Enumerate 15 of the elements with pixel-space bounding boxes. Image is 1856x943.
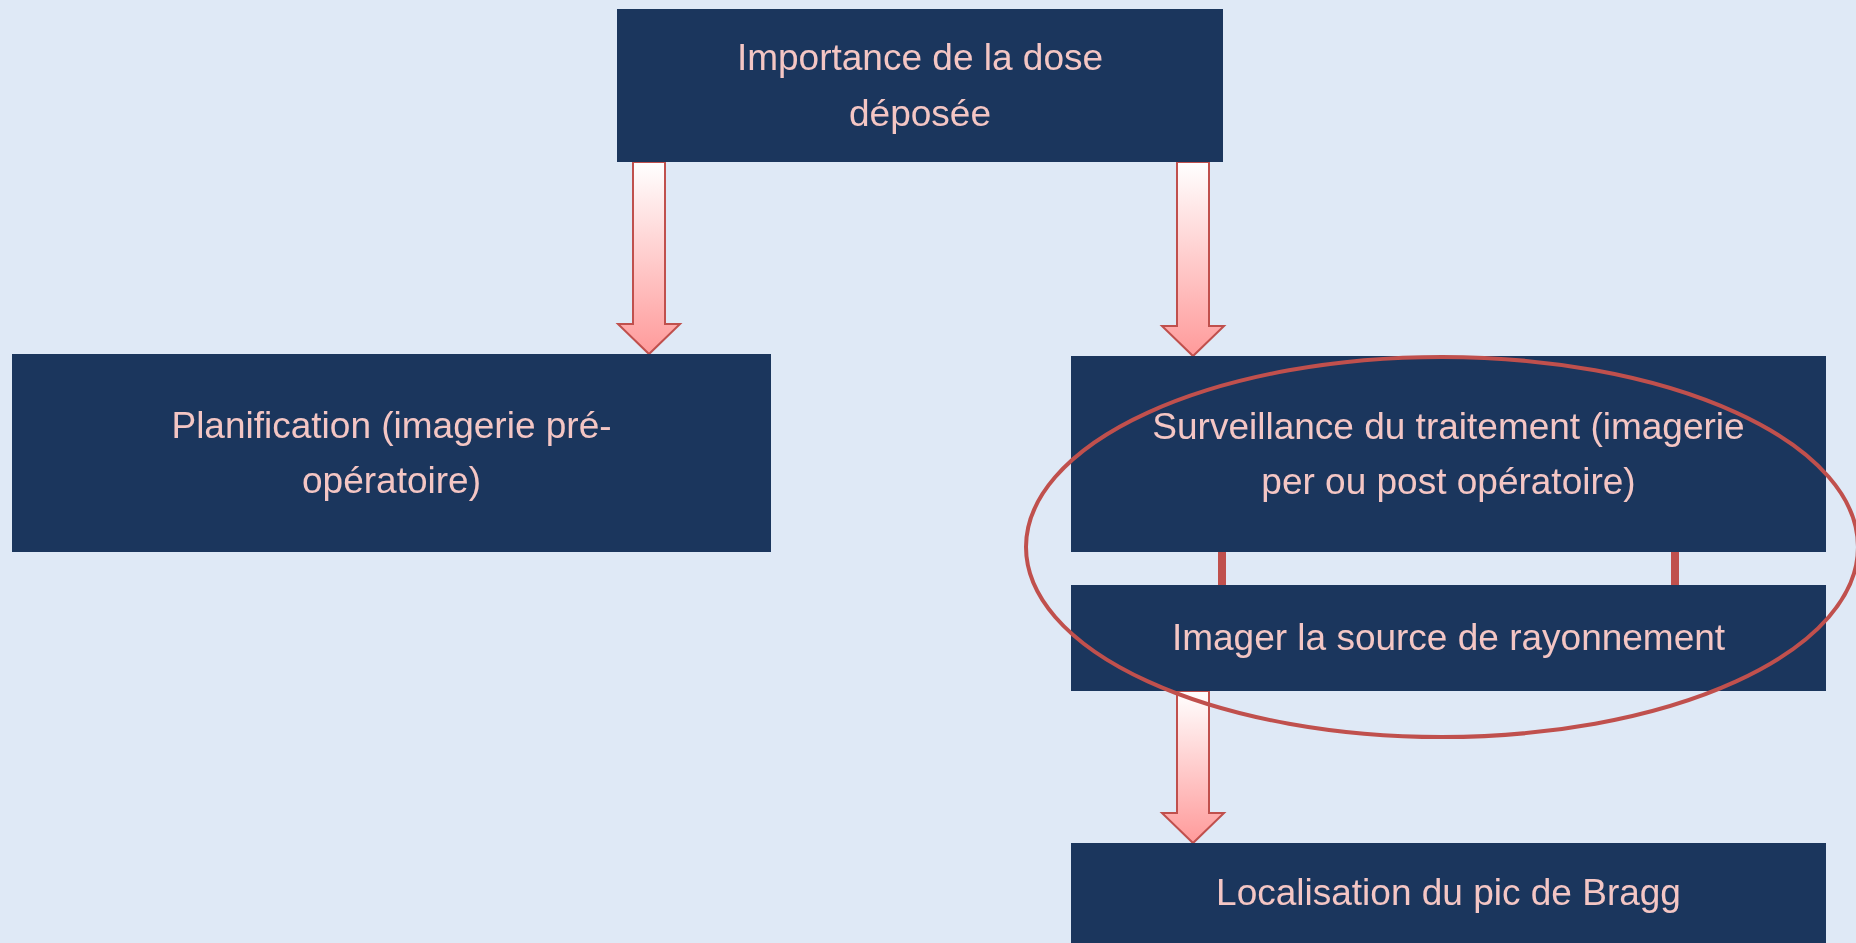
box-label: Importance de la dose déposée [735, 36, 1105, 136]
box-label: Surveillance du traitement (imagerie per ou post opératoire) [1151, 404, 1746, 504]
connector-line [1218, 552, 1226, 585]
process-box [617, 9, 1223, 162]
block-arrow [1159, 161, 1227, 358]
connector-line [1671, 552, 1679, 585]
process-box [1071, 843, 1826, 943]
box-label: Imager la source de rayonnement [1171, 616, 1726, 661]
process-box [1071, 356, 1826, 552]
box-label: Localisation du pic de Bragg [1216, 871, 1681, 916]
box-label: Planification (imagerie pré-opératoire) [170, 403, 613, 503]
process-box [1071, 585, 1826, 691]
block-arrow [1159, 690, 1227, 845]
block-arrow [615, 161, 683, 356]
process-box [12, 354, 771, 552]
